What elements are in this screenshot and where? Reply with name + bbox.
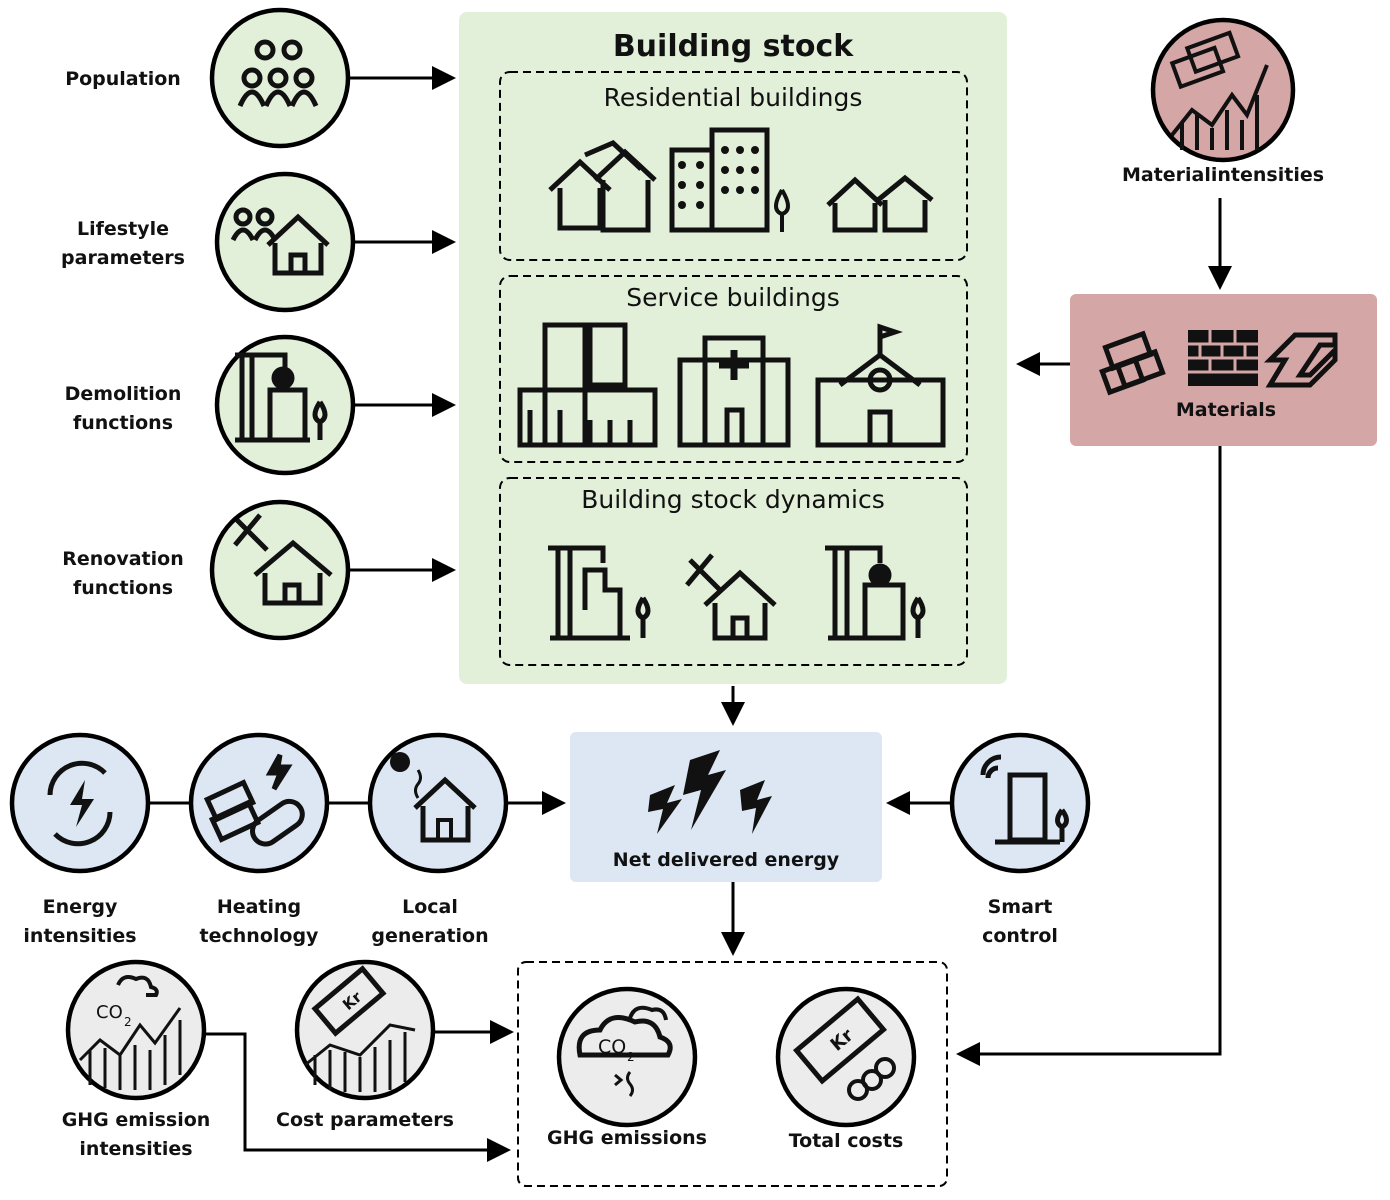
houses-cluster-icon <box>548 140 657 233</box>
renovation-label-line1: Renovation <box>62 548 183 570</box>
input-demolition-functions: Demolition functions <box>65 334 456 476</box>
input-renovation-functions: Renovation functions <box>62 499 456 641</box>
residential-buildings-group: Residential buildings <box>499 71 968 261</box>
energy-intensities-node: Energy intensities <box>9 732 151 947</box>
energy-intensities-line2: intensities <box>23 925 136 947</box>
total-costs-label: Total costs <box>789 1130 904 1152</box>
cost-parameters-label: Cost parameters <box>276 1109 454 1131</box>
demolition-icon <box>825 545 926 641</box>
solar-house-icon <box>390 752 477 843</box>
smart-building-icon <box>980 754 1069 845</box>
energy-intensities-line1: Energy <box>43 896 118 918</box>
timber-chart-icon <box>1169 30 1269 150</box>
office-factory-icon <box>517 322 658 448</box>
heating-technology-line1: Heating <box>217 896 301 918</box>
ghg-emissions-label: GHG emissions <box>547 1127 707 1149</box>
total-costs-node: Kr Total costs <box>775 986 917 1152</box>
smart-control-line1: Smart <box>988 896 1053 918</box>
steel-beam-icon <box>1263 332 1338 388</box>
net-delivered-energy-node: Net delivered energy <box>570 732 882 882</box>
energy-cycle-icon <box>47 760 113 847</box>
service-buildings-label: Service buildings <box>626 283 840 312</box>
building-stock-dynamics-label: Building stock dynamics <box>581 485 885 514</box>
construction-crane-icon <box>548 545 651 641</box>
outputs-box <box>517 961 948 1187</box>
co2-subscript: 2 <box>124 1015 132 1029</box>
demolition-crane-icon <box>235 352 328 443</box>
ghg-emission-intensities-node: CO 2 GHG emission intensities <box>62 959 511 1162</box>
lifestyle-label-line1: Lifestyle <box>77 218 169 240</box>
materials-node: Materials <box>956 294 1377 1066</box>
material-intensities-node: Materialintensities <box>1122 17 1324 290</box>
material-intensities-label: Materialintensities <box>1122 164 1324 186</box>
school-icon <box>815 323 946 448</box>
row-houses-icon <box>826 174 934 233</box>
brick-wall-icon <box>1188 330 1258 386</box>
local-generation-line2: generation <box>371 925 488 947</box>
demolition-label-line2: functions <box>73 412 173 434</box>
local-generation-line1: Local <box>402 896 458 918</box>
fuel-logs-icon <box>203 753 305 847</box>
apartment-tower-icon <box>669 127 790 233</box>
smart-control-node: Smart control <box>949 732 1091 947</box>
ghg-emissions-node: CO 2 GHG emissions <box>547 986 707 1149</box>
smart-control-line2: control <box>982 925 1058 947</box>
building-stock-dynamics-group: Building stock dynamics <box>499 477 968 666</box>
co2-chart-icon: CO 2 <box>78 975 182 1090</box>
hospital-icon <box>677 335 791 448</box>
service-buildings-group: Service buildings <box>499 275 968 463</box>
building-stock-box <box>459 12 1007 684</box>
building-stock-title: Building stock <box>613 29 854 64</box>
heating-technology-node: Heating technology <box>188 732 330 947</box>
renovation-label-line2: functions <box>73 577 173 599</box>
residential-buildings-label: Residential buildings <box>604 83 863 112</box>
renovation-tools-house-icon <box>685 553 777 641</box>
materials-label: Materials <box>1176 399 1276 421</box>
population-label: Population <box>65 68 181 90</box>
timber-logs-icon <box>1099 330 1166 396</box>
co2-subscript: 2 <box>627 1050 635 1064</box>
people-house-icon <box>230 207 330 276</box>
tools-house-icon <box>233 513 333 606</box>
co2-text: CO <box>96 1002 123 1023</box>
cost-parameters-node: Kr Cost parameters <box>276 959 514 1131</box>
ghg-emission-intensities-line2: intensities <box>79 1138 192 1160</box>
lightning-bolts-icon <box>648 750 772 834</box>
people-icon <box>237 39 319 108</box>
demolition-label-line1: Demolition <box>65 383 182 405</box>
ghg-emission-intensities-line1: GHG emission <box>62 1109 211 1131</box>
input-lifestyle-parameters: Lifestyle parameters <box>61 171 456 313</box>
co2-cloud-icon: CO 2 <box>576 1005 673 1097</box>
co2-text: CO <box>598 1036 626 1058</box>
lifestyle-label-line2: parameters <box>61 247 185 269</box>
local-generation-node: Local generation <box>367 732 509 947</box>
input-population: Population <box>65 7 456 149</box>
net-delivered-energy-label: Net delivered energy <box>613 849 840 871</box>
heating-technology-line2: technology <box>200 925 320 947</box>
